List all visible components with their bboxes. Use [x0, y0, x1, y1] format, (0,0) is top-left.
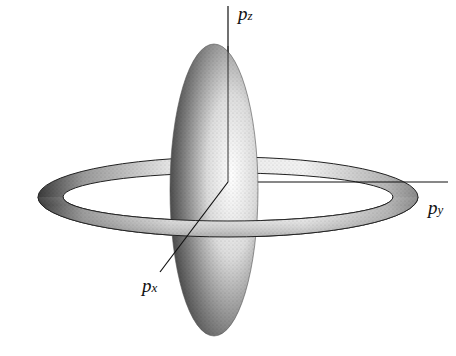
px-axis	[160, 182, 228, 272]
axis-label: py	[426, 198, 445, 217]
pz-axis-inner	[228, 46, 229, 182]
py-axis	[228, 181, 448, 182]
axis-label: pz	[236, 4, 255, 23]
dumbbell-lobe	[170, 44, 258, 336]
torus-front	[38, 197, 418, 237]
axis-label: px	[140, 276, 159, 295]
